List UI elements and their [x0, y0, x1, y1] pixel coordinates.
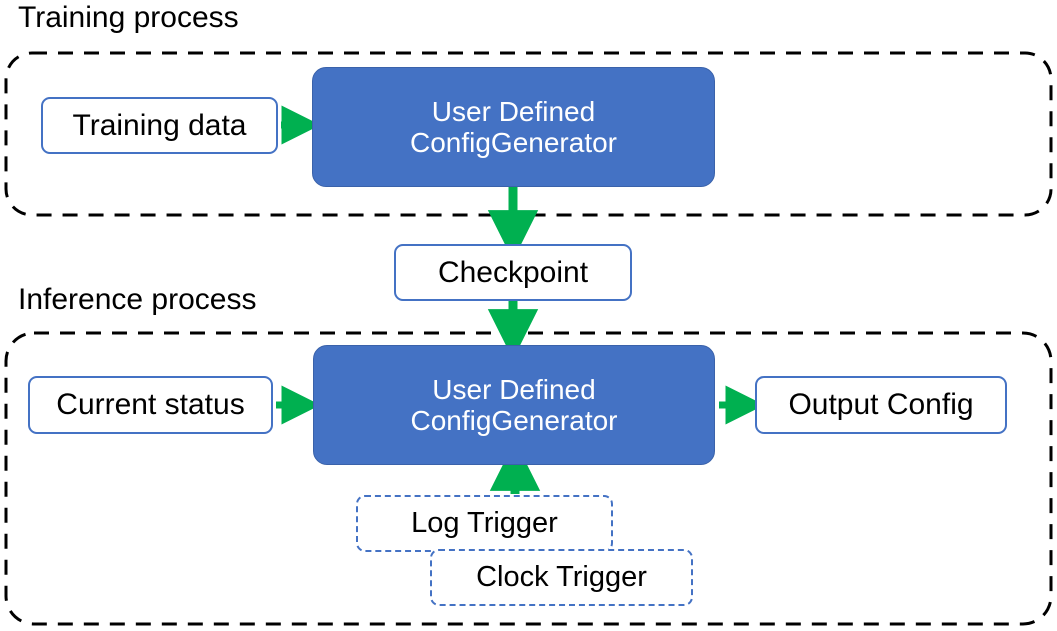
node-training-data-label: Training data: [72, 108, 247, 142]
node-inference-config-generator-line1: User Defined: [432, 373, 596, 405]
node-training-config-generator-line2: ConfigGenerator: [409, 127, 617, 158]
node-inference-config-generator[interactable]: User Defined ConfigGenerator: [313, 345, 715, 465]
node-clock-trigger[interactable]: Clock Trigger: [430, 549, 693, 606]
node-training-config-generator[interactable]: User Defined ConfigGenerator: [312, 67, 715, 187]
node-checkpoint[interactable]: Checkpoint: [394, 244, 632, 301]
node-output-config[interactable]: Output Config: [755, 376, 1007, 434]
inference-process-title: Inference process: [18, 283, 257, 316]
node-output-config-label: Output Config: [788, 388, 974, 422]
node-current-status[interactable]: Current status: [28, 376, 273, 434]
node-log-trigger[interactable]: Log Trigger: [356, 495, 613, 552]
node-training-data[interactable]: Training data: [41, 97, 278, 154]
node-training-config-generator-line1: User Defined: [431, 95, 596, 127]
node-current-status-label: Current status: [56, 388, 245, 422]
training-process-title: Training process: [18, 1, 239, 34]
node-checkpoint-label: Checkpoint: [437, 255, 589, 289]
node-clock-trigger-label: Clock Trigger: [476, 561, 647, 594]
node-inference-config-generator-line2: ConfigGenerator: [410, 405, 618, 436]
node-log-trigger-label: Log Trigger: [411, 507, 558, 540]
